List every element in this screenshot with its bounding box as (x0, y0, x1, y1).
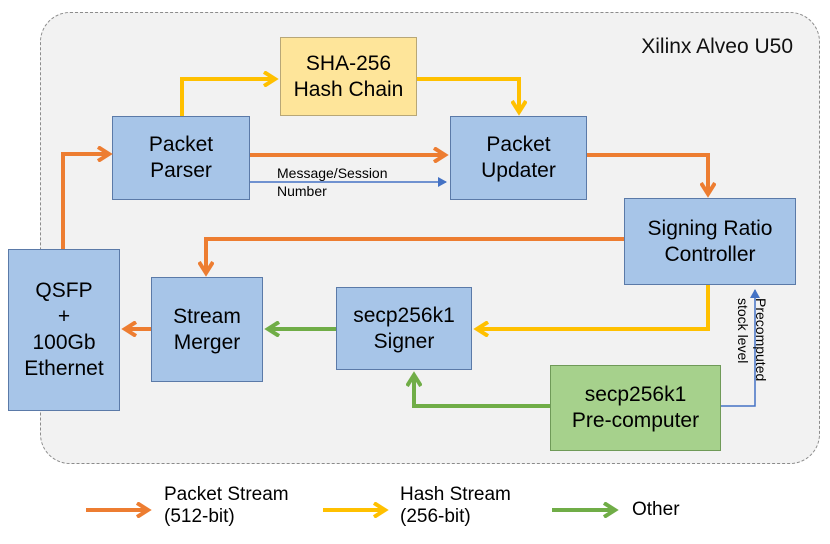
legend-hash-stream: Hash Stream (256-bit) (400, 484, 511, 527)
legend-other: Other (632, 499, 680, 520)
stock-level-label: Precomputed stock level (735, 297, 769, 381)
arrow-sha-to-updater (417, 77, 519, 111)
arrow-stock-level (721, 289, 760, 407)
arrow-ratio-to-signer (478, 285, 710, 329)
arrow-qsfp-to-parser (61, 154, 108, 249)
arrow-precomp-to-signer (414, 376, 550, 408)
board-label: Xilinx Alveo U50 (641, 35, 793, 58)
arrow-parser-to-sha (180, 79, 274, 116)
arrow-updater-to-ratio (587, 153, 708, 193)
arrow-ratio-to-merger (206, 237, 624, 272)
legend-packet-stream: Packet Stream (512-bit) (164, 484, 289, 527)
message-session-label: Message/Session Number (277, 165, 388, 199)
